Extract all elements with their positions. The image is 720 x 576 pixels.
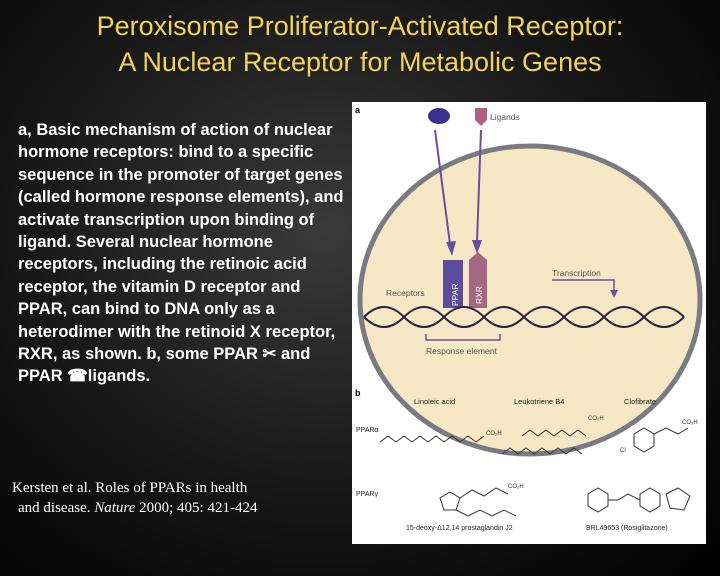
linoleic-acid-label: Linoleic acid — [414, 397, 455, 406]
ppar-alpha-label: PPARα — [356, 427, 379, 434]
clofibrate-chain — [653, 427, 689, 435]
clofibrate-cl: Cl — [620, 448, 626, 454]
prostaglandin-chain-lower — [455, 509, 517, 517]
brl-label: BRL49653 (Rosiglitazone) — [586, 525, 668, 532]
figure-panel: a Ligands PPAR RXR Receptors Transcripti… — [352, 102, 706, 544]
nucleus-circle — [357, 143, 703, 457]
brl-thiazolidinedione-ring — [665, 487, 691, 511]
ligand-ellipse-icon — [428, 108, 450, 124]
arrow-right — [476, 129, 482, 243]
leukotriene-b4-label: Leukotriene B4 — [514, 397, 564, 406]
leukotriene-cooh: CO₂H — [588, 416, 604, 422]
ligand-tag-icon — [475, 108, 487, 126]
transcription-label: Transcription — [552, 268, 601, 278]
ligands-label: Ligands — [490, 112, 520, 122]
receptors-label: Receptors — [386, 288, 425, 298]
linoleic-acid-structure — [379, 435, 485, 443]
prostaglandin-label: 15-deoxy-Δ12,14 prostaglandin J2 — [406, 525, 513, 532]
ppar-gamma-label: PPARγ — [356, 491, 379, 498]
prostaglandin-ring — [439, 491, 461, 511]
citation-suffix: 2000; 405: 421-424 — [139, 500, 258, 516]
title-line-1: Peroxisome Proliferator-Activated Recept… — [96, 11, 624, 41]
response-element-label: Response element — [426, 346, 498, 356]
arrow-left — [434, 129, 451, 245]
ppar-box-label: PPAR — [450, 283, 460, 306]
brl-linker — [608, 493, 641, 501]
title-line-2: A Nuclear Receptor for Metabolic Genes — [118, 47, 602, 77]
arrowhead-right-icon — [472, 240, 482, 254]
scissors-icon: ✂ — [262, 345, 277, 364]
citation: Kersten et al. Roles of PPARs in health … — [12, 478, 342, 518]
figure-svg: a Ligands PPAR RXR Receptors Transcripti… — [355, 105, 703, 532]
brl-pyridine-ring — [587, 487, 609, 513]
ppar-box — [443, 260, 463, 308]
prostaglandin-cooh: CO₂H — [508, 484, 524, 490]
panel-b-label: b — [355, 388, 361, 398]
clofibrate-cooh: CO₂H — [682, 420, 698, 426]
leukotriene-structure — [501, 447, 583, 455]
response-element-bracket — [425, 334, 501, 341]
description-end: ligands. — [87, 367, 151, 386]
dna-strand-2 — [363, 306, 685, 328]
citation-journal: Nature — [94, 500, 136, 516]
clofibrate-ring — [633, 427, 655, 453]
description-text: a, Basic mechanism of action of nuclear … — [18, 119, 348, 388]
rxr-box — [469, 252, 487, 308]
arrowhead-left-icon — [446, 241, 456, 256]
citation-prefix: and disease. — [18, 500, 91, 516]
telephone-icon: ☎ — [67, 367, 88, 386]
description-main: a, Basic mechanism of action of nuclear … — [18, 121, 344, 364]
transcription-arrowhead-icon — [610, 290, 618, 298]
linoleic-cooh: CO₂H — [486, 431, 502, 437]
clofibrate-label: Clofibrate — [624, 397, 656, 406]
transcription-arrow — [552, 279, 615, 292]
citation-line-2: and disease. Nature 2000; 405: 421-424 — [12, 498, 342, 518]
leukotriene-upper-structure — [521, 429, 587, 437]
prostaglandin-chain-upper — [459, 487, 509, 499]
rxr-box-label: RXR — [474, 286, 484, 304]
panel-a-label: a — [355, 105, 361, 115]
brl-benzene-ring — [639, 487, 661, 513]
description-middle: and PPAR — [18, 345, 311, 386]
slide-title: Peroxisome Proliferator-Activated Recept… — [0, 8, 720, 80]
citation-line-1: Kersten et al. Roles of PPARs in health — [12, 480, 248, 496]
